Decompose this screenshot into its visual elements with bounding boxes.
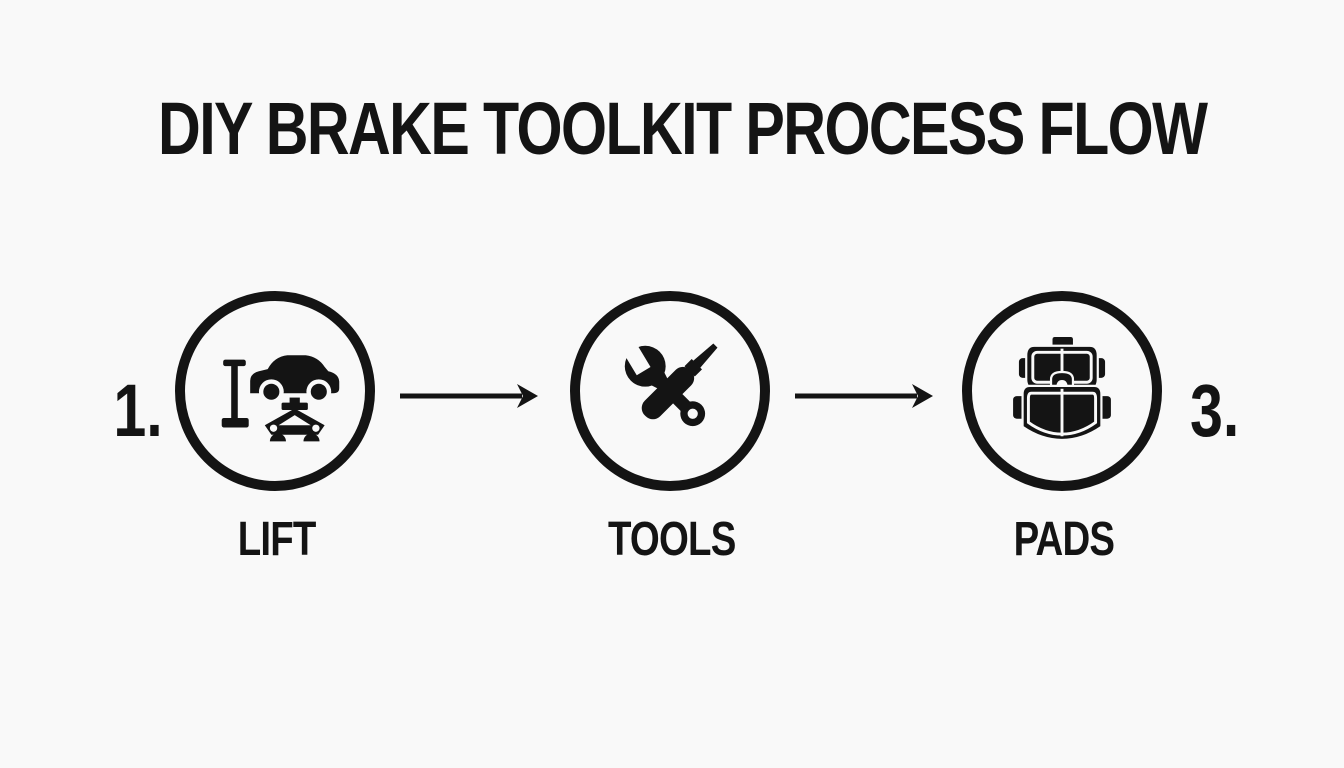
title-row: DIY BRAKE TOOLKIT PROCESS FLOW [0, 92, 1344, 166]
flow-arrow-1 [400, 384, 538, 408]
step-label-pads: PADS [1013, 513, 1115, 566]
step-number-1: 1. [113, 369, 163, 452]
step-label-tools: TOOLS [608, 513, 736, 566]
step-circle-lift [175, 291, 375, 491]
step-circle-tools [570, 291, 770, 491]
flow-arrow-2 [795, 384, 933, 408]
brake-pads-icon [1013, 336, 1111, 442]
page-title: DIY BRAKE TOOLKIT PROCESS FLOW [157, 87, 1208, 170]
car-on-jack-icon [221, 355, 340, 442]
wrench-screwdriver-icon [617, 334, 718, 427]
step-circle-pads [962, 291, 1162, 491]
step-number-3: 3. [1190, 369, 1240, 452]
step-label-lift: LIFT [238, 513, 317, 566]
